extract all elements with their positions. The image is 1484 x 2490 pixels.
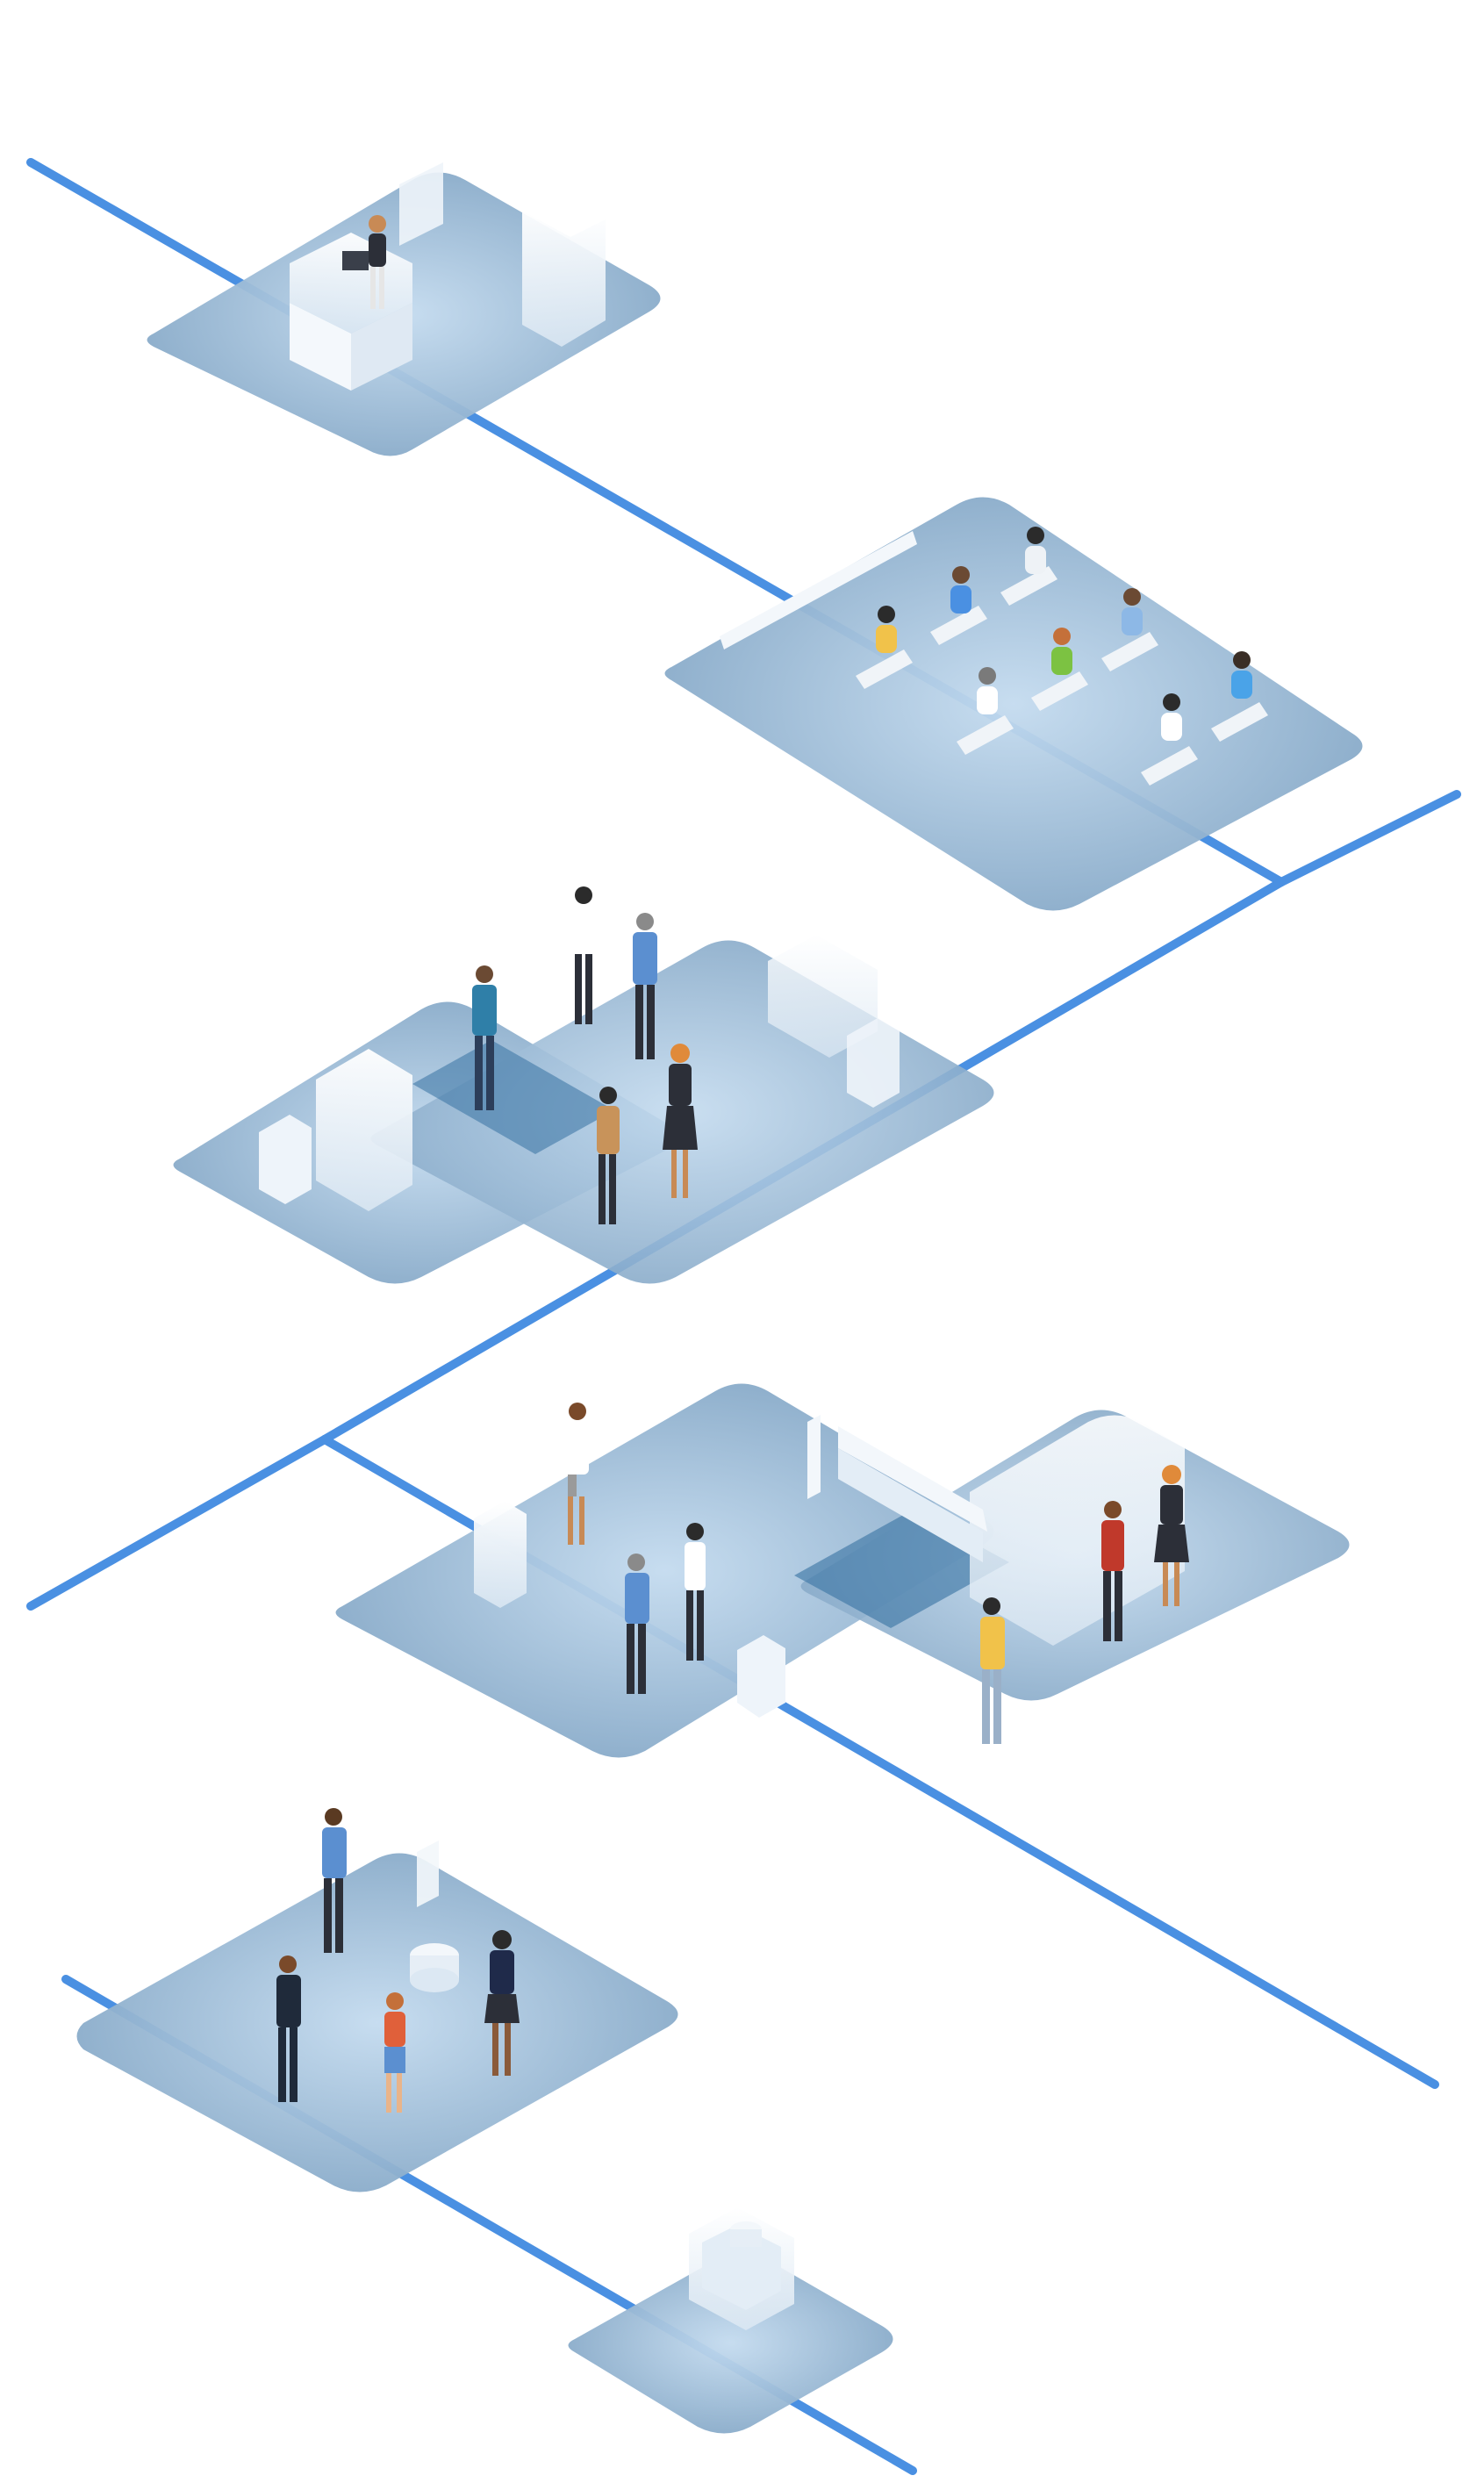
audience-platform: [664, 497, 1363, 911]
seated-audience-icon: [856, 527, 1268, 786]
display-pillar-icon: [259, 935, 900, 1211]
networking-platform: [173, 886, 994, 1284]
meeting-circle-icon: [410, 1841, 459, 1992]
networking-group-icon: [472, 886, 698, 1224]
visitor-group-icon: [566, 1403, 1189, 1744]
meeting-platform: [76, 1808, 678, 2192]
exhibition-booth-icon: [474, 1415, 1185, 1718]
reception-desk-icon: [290, 215, 412, 391]
exit-platform: [568, 2207, 893, 2434]
meeting-group-icon: [276, 1808, 520, 2113]
partition-wall-icon: [399, 162, 606, 347]
exhibition-platform: [335, 1383, 1350, 1758]
reception-platform: [147, 162, 661, 456]
exit-kiosk-icon: [689, 2207, 794, 2330]
